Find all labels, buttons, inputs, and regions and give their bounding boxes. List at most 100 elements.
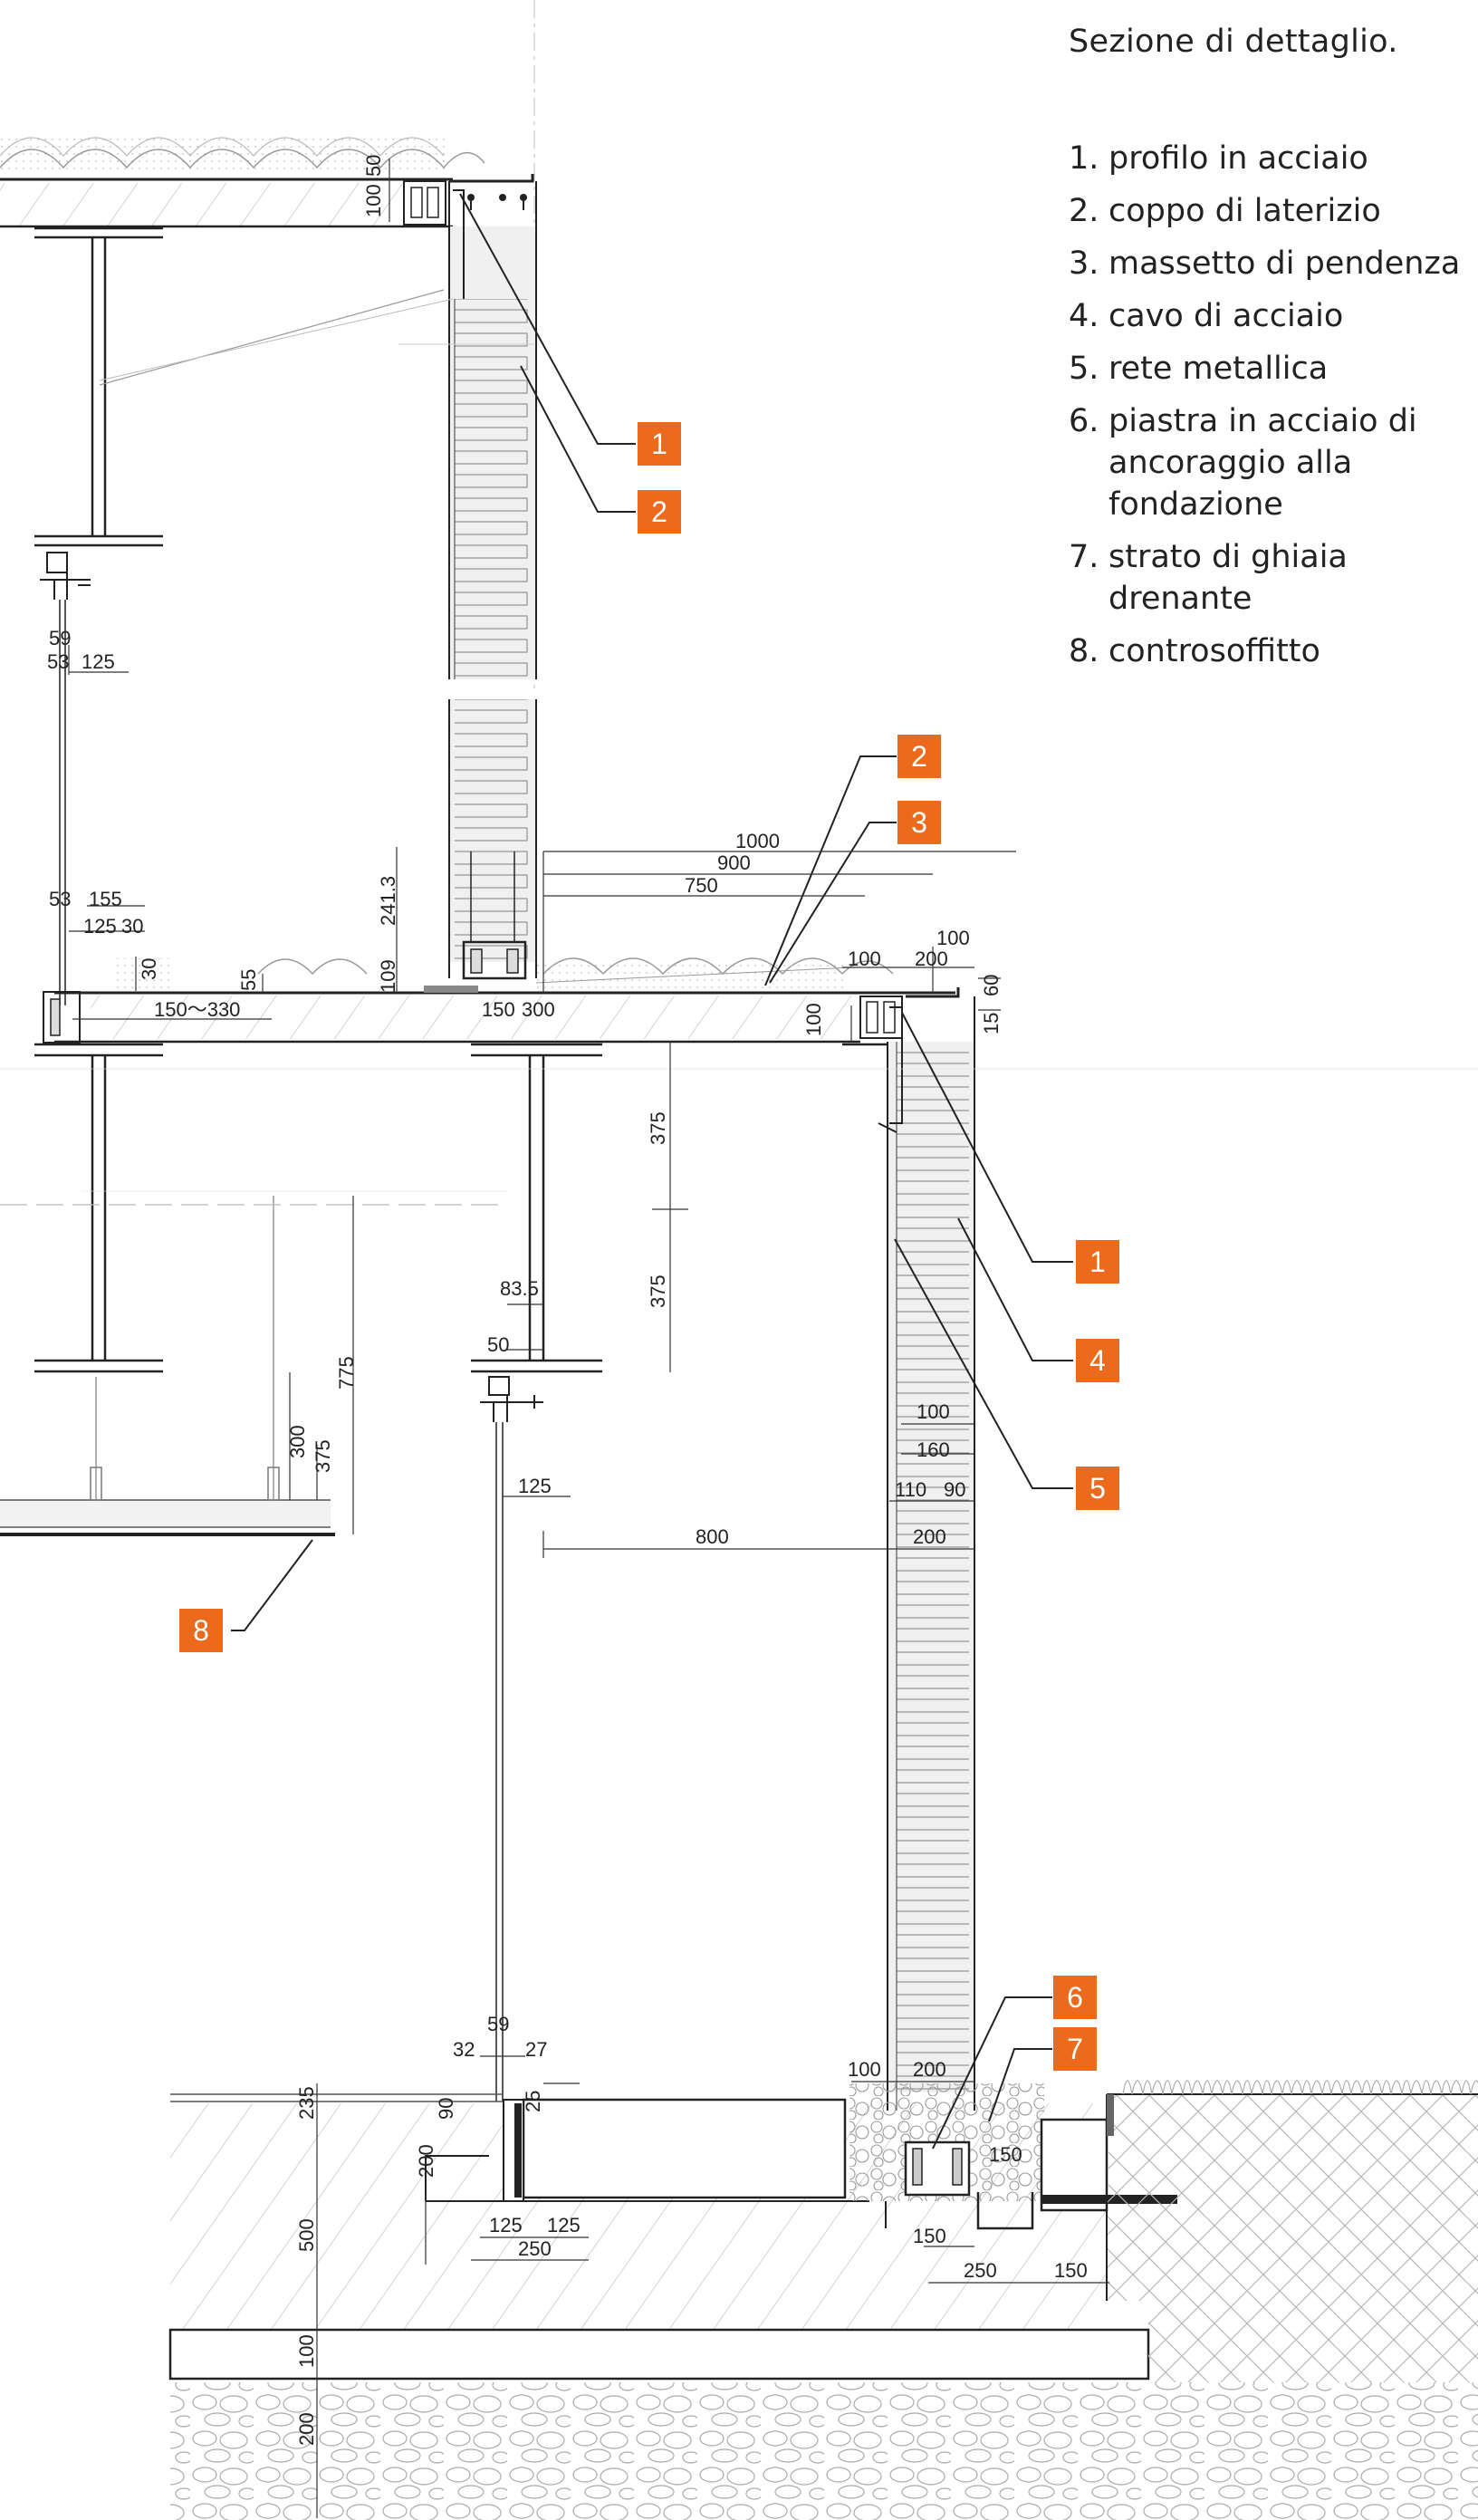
- dim-200-panel: 200: [913, 1525, 946, 1548]
- dim-150-plate: 150: [989, 2143, 1022, 2166]
- legend-item-text: cavo di acciaio: [1108, 298, 1344, 334]
- legend-item: 8.controsoffitto: [1069, 630, 1467, 672]
- dim-110: 110: [895, 1478, 926, 1501]
- dim-250-floor: 250: [518, 2237, 552, 2260]
- dim-50-column: 50: [487, 1333, 509, 1356]
- callout-badge-6: [1053, 1976, 1097, 2019]
- top-mesh-panel: [448, 181, 537, 679]
- dim-500: 500: [295, 2218, 318, 2252]
- dim-90-panel: 90: [944, 1478, 965, 1501]
- legend-item-number: 1.: [1069, 140, 1099, 177]
- dim-125-floor-b: 125: [547, 2214, 581, 2236]
- top-roof: [0, 136, 534, 228]
- legend-item-number: 8.: [1069, 633, 1099, 669]
- dim-235: 235: [295, 2086, 318, 2120]
- callout-label-7: 7: [1067, 2033, 1083, 2065]
- dim-100-panel: 100: [917, 1400, 950, 1423]
- dim-100-slab: 100: [295, 2334, 318, 2368]
- legend-title: Sezione di dettaglio.: [1069, 24, 1398, 60]
- callout-label-2a: 2: [651, 495, 667, 528]
- dim-300-roof: 300: [522, 998, 555, 1021]
- dim-53-mid: 53: [49, 888, 71, 910]
- dim-200-foundation: 200: [913, 2058, 946, 2081]
- callout-badge-2b: [897, 735, 941, 778]
- callout-badge-1a: [638, 422, 681, 466]
- legend-item: 5.rete metallica: [1069, 348, 1467, 390]
- legend-item-text: massetto di pendenza: [1108, 245, 1461, 282]
- dim-100-roof-right: 100: [936, 927, 970, 949]
- window-mullion-left: [40, 552, 91, 1005]
- dim-375-c: 375: [312, 1439, 334, 1473]
- dim-53-upper: 53: [47, 650, 69, 673]
- dim-125-floor-a: 125: [489, 2214, 523, 2236]
- dim-160: 160: [917, 1438, 950, 1461]
- callout-leaders: [231, 193, 1073, 2150]
- dim-30-a: 30: [121, 915, 143, 938]
- dim-775: 775: [335, 1356, 358, 1390]
- dim-155: 155: [89, 888, 122, 910]
- lower-mesh-panel: [878, 996, 975, 2111]
- dim-125-mid: 125: [83, 915, 117, 938]
- legend-item-text: profilo in acciaio: [1108, 140, 1368, 177]
- legend-item-text: piastra in acciaio di ancoraggio alla fo…: [1108, 403, 1417, 523]
- legend-item-number: 7.: [1069, 539, 1099, 575]
- legend-item: 7.strato di ghiaia drenante: [1069, 536, 1467, 620]
- legend-item-text: strato di ghiaia drenante: [1108, 539, 1348, 617]
- dim-83-5: 83.5: [500, 1277, 539, 1300]
- dim-200-floor: 200: [415, 2144, 437, 2178]
- dim-1000: 1000: [735, 830, 780, 852]
- dim-200-rubble: 200: [295, 2412, 318, 2446]
- callout-badge-8: [179, 1609, 223, 1652]
- dim-800: 800: [696, 1525, 729, 1548]
- legend-list: 1.profilo in acciaio 2.coppo di laterizi…: [1069, 138, 1467, 683]
- callout-badge-2a: [638, 490, 681, 534]
- dim-90-floor: 90: [435, 2098, 457, 2120]
- dimension-lines: [68, 159, 1109, 2518]
- dim-125-upper: 125: [82, 650, 115, 673]
- callout-badge-4: [1076, 1339, 1119, 1382]
- dim-30-b: 30: [138, 958, 160, 980]
- dim-60: 60: [980, 975, 1003, 996]
- legend-item: 2.coppo di laterizio: [1069, 190, 1467, 232]
- callout-label-6: 6: [1067, 1981, 1083, 2014]
- middle-roof: [54, 957, 960, 1044]
- dim-109: 109: [377, 959, 399, 993]
- dim-50-top: 50: [362, 155, 385, 177]
- dim-750: 750: [685, 874, 718, 897]
- callout-badge-3: [897, 801, 941, 844]
- legend-item-number: 5.: [1069, 351, 1099, 387]
- dim-900: 900: [717, 851, 751, 874]
- center-steel-column: [471, 1043, 888, 1373]
- callout-label-5: 5: [1089, 1472, 1106, 1505]
- dim-125-window: 125: [518, 1475, 552, 1497]
- dim-59-upper: 59: [49, 627, 71, 649]
- left-steel-column: [34, 226, 163, 547]
- dim-150-330: 150～330: [154, 998, 240, 1021]
- legend-item-number: 3.: [1069, 245, 1099, 282]
- callout-label-1b: 1: [1089, 1246, 1106, 1278]
- legend-item-number: 6.: [1069, 403, 1099, 439]
- dim-25: 25: [522, 2091, 544, 2112]
- dim-100-top: 100: [362, 184, 385, 217]
- callout-badge-7: [1053, 2027, 1097, 2071]
- dim-100-foundation: 100: [848, 2058, 881, 2081]
- legend-item: 1.profilo in acciaio: [1069, 138, 1467, 179]
- dim-32: 32: [453, 2038, 475, 2061]
- dim-375-b: 375: [647, 1274, 669, 1308]
- dim-375-a: 375: [647, 1111, 669, 1145]
- callout-badge-5: [1076, 1467, 1119, 1510]
- dim-250-foundation: 250: [964, 2259, 997, 2282]
- dim-150-drain: 150: [1054, 2259, 1088, 2282]
- dim-150-foundation: 150: [913, 2225, 946, 2247]
- foundation: [168, 2080, 1478, 2520]
- legend-item-text: controsoffitto: [1108, 633, 1320, 669]
- legend-item-number: 2.: [1069, 193, 1099, 229]
- callout-label-2b: 2: [911, 740, 927, 773]
- dim-100-beam: 100: [802, 1003, 825, 1036]
- legend-item-text: coppo di laterizio: [1108, 193, 1381, 229]
- dim-59-lower: 59: [487, 2013, 509, 2035]
- legend-item-number: 4.: [1069, 298, 1099, 334]
- legend-item-text: rete metallica: [1108, 351, 1329, 387]
- dim-100-roof-b: 100: [848, 947, 881, 970]
